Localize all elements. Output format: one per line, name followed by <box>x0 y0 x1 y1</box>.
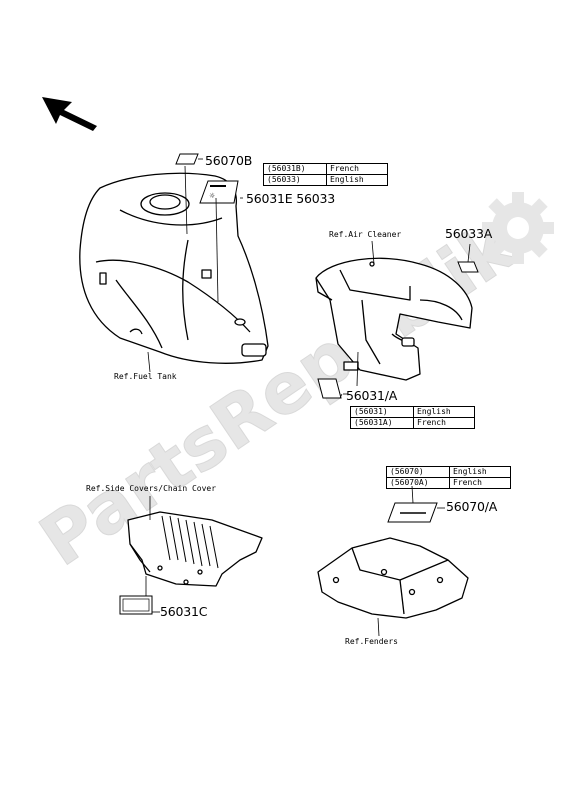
table-cell-language: French <box>449 477 511 489</box>
language-table-tank: (56031B) French (56033) English <box>263 163 388 186</box>
table-cell-code: (56031B) <box>263 163 327 175</box>
table-cell-code: (56031A) <box>350 417 414 429</box>
table-cell-code: (56070) <box>386 466 450 478</box>
language-table-air-cleaner: (56031) English (56031A) French <box>350 406 475 429</box>
label-56070B-sticker <box>175 153 199 165</box>
part-number-56031-A: 56031/A <box>346 388 398 403</box>
table-cell-language: English <box>449 466 511 478</box>
ref-air-cleaner: Ref.Air Cleaner <box>329 230 402 239</box>
table-row: (56031B) French <box>263 163 388 175</box>
part-number-56031C: 56031C <box>160 604 208 619</box>
ref-fuel-tank: Ref.Fuel Tank <box>114 372 177 381</box>
label-56031E-sticker: ☼ <box>199 180 239 204</box>
table-cell-language: French <box>326 163 388 175</box>
table-row: (56033) English <box>263 174 388 186</box>
front-arrow-icon <box>42 97 97 131</box>
side-cover-drawing <box>127 511 263 587</box>
table-row: (56070A) French <box>386 477 511 489</box>
part-number-56033A: 56033A <box>445 226 493 241</box>
ref-fenders: Ref.Fenders <box>345 637 398 646</box>
fender-drawing <box>317 537 469 619</box>
part-number-56031E-56033: 56031E 56033 <box>246 191 336 206</box>
table-cell-code: (56033) <box>263 174 327 186</box>
leader-lines <box>145 158 471 637</box>
gear-icon <box>482 192 554 264</box>
svg-text:☼: ☼ <box>209 192 215 200</box>
part-number-56070B: 56070B <box>205 153 253 168</box>
label-56033A-sticker <box>457 261 479 273</box>
language-table-fender: (56070) English (56070A) French <box>386 466 511 489</box>
label-56031A-sticker <box>317 378 342 399</box>
table-row: (56031) English <box>350 406 475 418</box>
label-56070A-sticker <box>387 502 438 523</box>
ref-side-covers: Ref.Side Covers/Chain Cover <box>86 484 217 493</box>
table-cell-language: English <box>413 406 475 418</box>
fuel-tank-drawing <box>79 172 269 364</box>
table-row: (56070) English <box>386 466 511 478</box>
table-cell-language: English <box>326 174 388 186</box>
air-cleaner-drawing <box>315 257 473 381</box>
label-56031C-sticker <box>119 595 153 615</box>
table-cell-code: (56031) <box>350 406 414 418</box>
table-cell-code: (56070A) <box>386 477 450 489</box>
part-number-56070-A: 56070/A <box>446 499 498 514</box>
table-cell-language: French <box>413 417 475 429</box>
table-row: (56031A) French <box>350 417 475 429</box>
